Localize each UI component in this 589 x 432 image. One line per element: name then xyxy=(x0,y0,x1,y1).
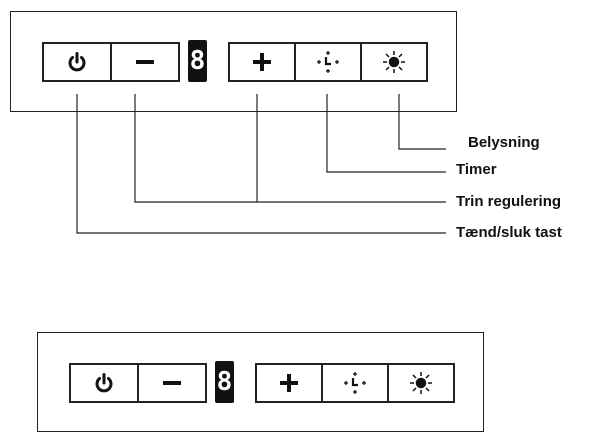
callout-label-light: Belysning xyxy=(468,134,540,151)
minus-button[interactable] xyxy=(137,365,205,401)
timer-icon xyxy=(315,49,341,75)
minus-button[interactable] xyxy=(110,44,178,80)
plus-icon xyxy=(278,372,300,394)
plus-button[interactable] xyxy=(230,44,294,80)
button-group-right-top xyxy=(228,42,428,82)
callout-line-level xyxy=(134,94,446,203)
button-group-left-bottom xyxy=(69,363,207,403)
level-display: 8 xyxy=(188,40,207,82)
plus-button[interactable] xyxy=(257,365,321,401)
light-button[interactable] xyxy=(360,44,426,80)
callout-line-timer xyxy=(326,94,446,173)
callout-label-power: Tænd/sluk tast xyxy=(456,224,562,241)
light-icon xyxy=(409,371,433,395)
button-group-left-top xyxy=(42,42,180,82)
light-button[interactable] xyxy=(387,365,453,401)
level-display: 8 xyxy=(215,361,234,403)
callout-label-level: Trin regulering xyxy=(456,193,562,210)
level-display-digit: 8 xyxy=(189,46,206,76)
light-icon xyxy=(382,50,406,74)
timer-icon xyxy=(342,370,368,396)
power-icon xyxy=(93,372,115,394)
power-button[interactable] xyxy=(71,365,137,401)
power-icon xyxy=(66,51,88,73)
button-group-right-bottom xyxy=(255,363,455,403)
plus-icon xyxy=(251,51,273,73)
callout-line-power xyxy=(76,94,446,234)
timer-button[interactable] xyxy=(294,44,360,80)
minus-icon xyxy=(134,51,156,73)
minus-icon xyxy=(161,372,183,394)
level-display-digit: 8 xyxy=(216,367,233,397)
timer-button[interactable] xyxy=(321,365,387,401)
power-button[interactable] xyxy=(44,44,110,80)
callout-label-timer: Timer xyxy=(456,161,497,178)
callout-line-light xyxy=(398,94,446,150)
